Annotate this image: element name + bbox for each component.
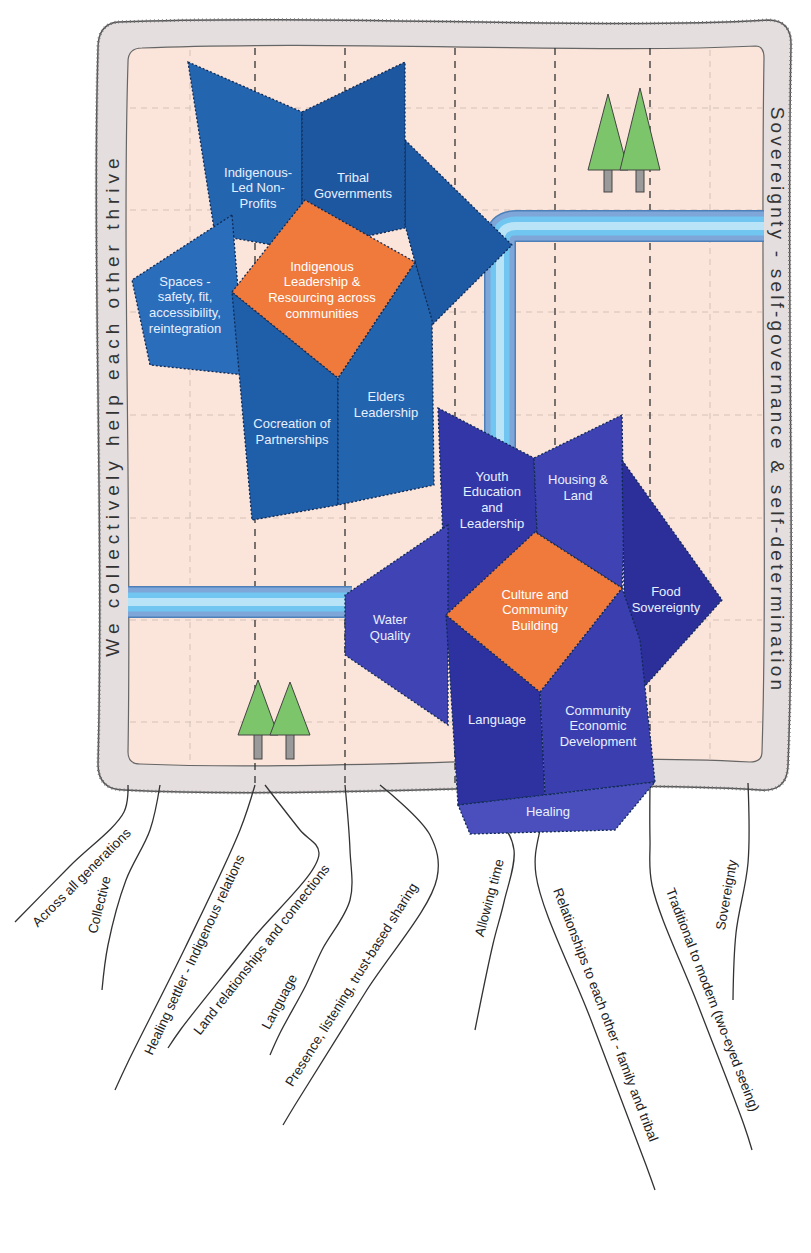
thread-label: Collective <box>85 875 115 936</box>
thread <box>283 785 438 1125</box>
piece-label: Elders Leadership <box>344 389 428 420</box>
piece-outline <box>446 615 545 805</box>
quilt-ground <box>126 45 764 766</box>
piece-shape <box>188 62 302 250</box>
thread-group <box>15 783 752 1190</box>
quilt-border <box>96 20 791 793</box>
thread-label: Language <box>259 972 301 1033</box>
piece-label: Youth Education and Leadership <box>455 469 529 531</box>
piece-label: Language <box>461 712 533 728</box>
piece-outline <box>458 782 655 834</box>
quilt-stitch <box>96 20 791 793</box>
quilt-grid <box>130 50 762 762</box>
piece-text-box: Tribal Governments <box>307 170 399 201</box>
piece-text-box: Indigenous-Led Non-Profits <box>216 165 300 212</box>
piece-text-box: Elders Leadership <box>344 389 428 420</box>
thread-label: Across all generations <box>29 825 134 930</box>
piece-text-box: Housing & Land <box>539 472 617 503</box>
piece-text-box: Water Quality <box>352 612 428 643</box>
piece-label: Housing & Land <box>539 472 617 503</box>
piece-text-box: Indigenous Leadership & Resourcing acros… <box>263 259 381 321</box>
piece-outline <box>232 292 338 520</box>
piece-label: Indigenous Leadership & Resourcing acros… <box>263 259 381 321</box>
thread-label: Sovereignty <box>713 858 741 931</box>
border-label: Sovereignty - self-governance & self-det… <box>766 107 789 694</box>
quilt-piece: Spaces - safety, fit, accessibility, rei… <box>132 215 245 375</box>
thread <box>115 785 255 1090</box>
thread-label: Land relationships and connections <box>190 862 333 1039</box>
piece-text-box: Cocreation of Partnerships <box>246 416 338 447</box>
piece-outline <box>132 215 245 375</box>
piece-text-box: Food Sovereignty <box>626 584 706 615</box>
piece-label: Spaces - safety, fit, accessibility, rei… <box>140 274 230 336</box>
piece-label: Community Economic Development <box>550 703 646 750</box>
border-label: We collectively help each other thrive <box>102 153 125 656</box>
piece-outline <box>540 588 655 795</box>
piece-text-box: Youth Education and Leadership <box>455 469 529 531</box>
piece-label: Water Quality <box>352 612 428 643</box>
thread-label: Allowing time <box>472 857 508 938</box>
center-diamond: Indigenous Leadership & Resourcing acros… <box>232 200 415 378</box>
quilt-piece: Indigenous-Led Non-Profits <box>188 62 302 250</box>
piece-outline <box>188 62 302 250</box>
thread-label: Traditional to modern (two-eyed seeing) <box>662 886 762 1114</box>
piece-text-box: Healing <box>508 804 588 820</box>
thread-label: Relationships to each other - family and… <box>549 886 661 1144</box>
piece-outline <box>338 262 434 505</box>
piece-text-box: Community Economic Development <box>550 703 646 750</box>
piece-label: Cocreation of Partnerships <box>246 416 338 447</box>
piece-label: Tribal Governments <box>307 170 399 201</box>
piece-label: Culture and Community Building <box>479 587 591 634</box>
piece-label: Indigenous-Led Non-Profits <box>216 165 300 212</box>
piece-text-box: Language <box>461 712 533 728</box>
piece-outline <box>345 525 448 725</box>
quilt-piece: Healing <box>458 782 655 834</box>
center-diamond: Culture and Community Building <box>446 532 622 692</box>
piece-text-box: Spaces - safety, fit, accessibility, rei… <box>140 274 230 336</box>
piece-label: Food Sovereignty <box>626 584 706 615</box>
piece-label: Healing <box>508 804 588 820</box>
piece-text-box: Culture and Community Building <box>479 587 591 634</box>
thread-label: Presence, listening, trust-based sharing <box>282 880 421 1090</box>
quilt-piece: Water Quality <box>345 525 448 725</box>
